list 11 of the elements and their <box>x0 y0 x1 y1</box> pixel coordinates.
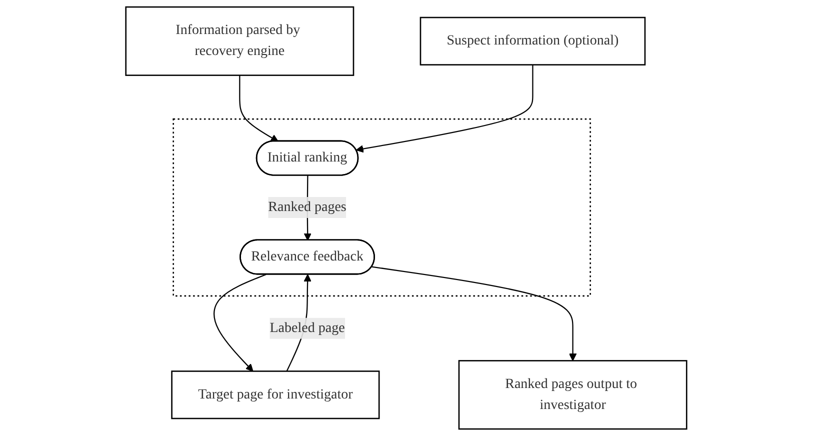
arrow <box>372 266 577 362</box>
arrow <box>214 274 266 372</box>
edge-label: Labeled page <box>270 320 346 336</box>
node-box: Ranked pages output to investigator <box>458 360 688 430</box>
arrow <box>239 75 279 142</box>
node-box: Suspect information (optional) <box>420 16 646 66</box>
edge-label: Ranked pages <box>268 200 347 214</box>
cluster <box>172 118 592 297</box>
node-box: Target page for investigator <box>171 370 380 420</box>
arrow <box>356 64 534 153</box>
node-box: Information parsed by recovery engine <box>125 6 354 76</box>
